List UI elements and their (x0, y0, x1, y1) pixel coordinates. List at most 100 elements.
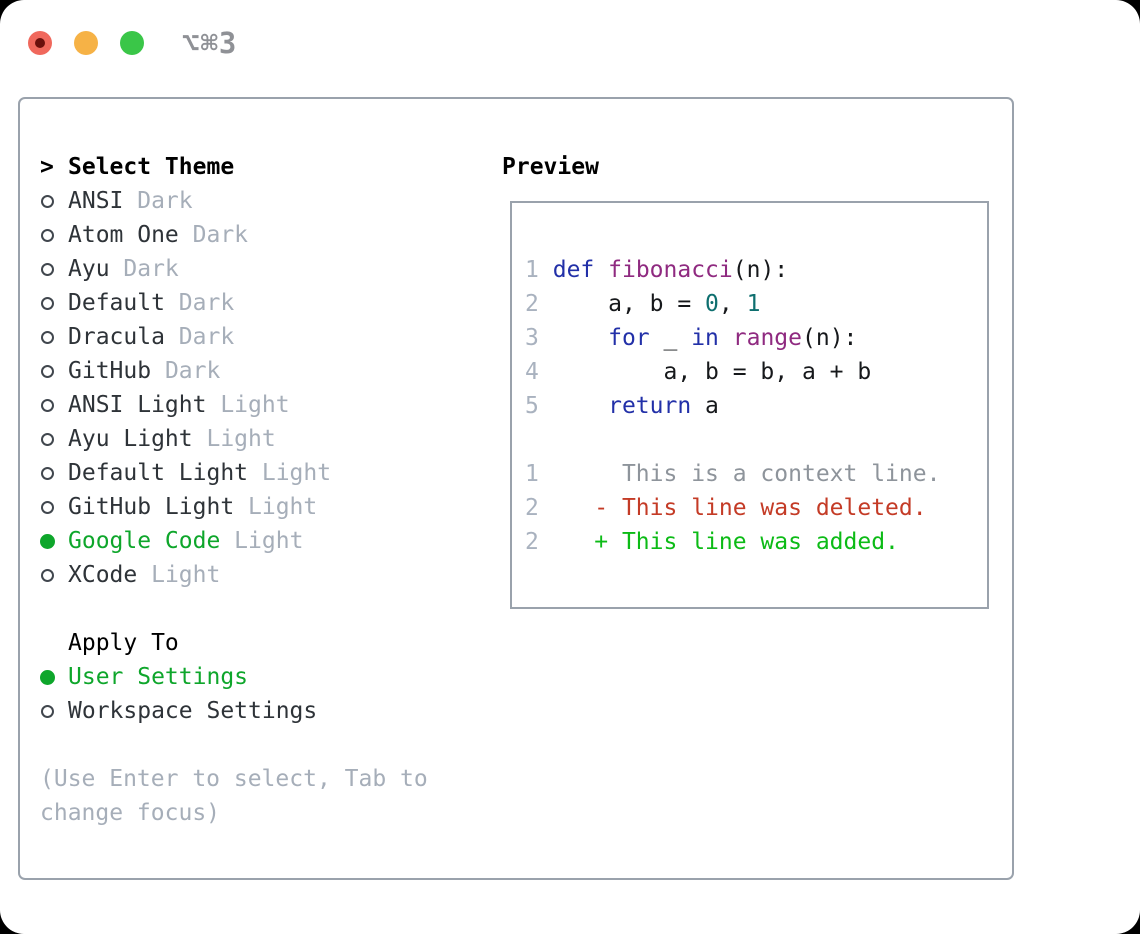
theme-option-label: Ayu (68, 256, 110, 282)
theme-variant-tag: Dark (178, 222, 249, 248)
apply-option[interactable]: Workspace Settings (40, 694, 502, 728)
code-token-pl: (n): (732, 257, 789, 283)
code-token-kw: for (608, 325, 650, 351)
radio-icon[interactable] (41, 364, 54, 378)
radio-selected-icon[interactable] (40, 669, 55, 685)
code-line: 5 return a (525, 389, 987, 423)
theme-option[interactable]: Default Light Light (40, 456, 502, 490)
radio-icon[interactable] (41, 704, 54, 718)
code-token-lit: 1 (746, 291, 761, 317)
theme-option[interactable]: Default Dark (40, 286, 502, 320)
theme-option-label: Google Code (68, 528, 221, 554)
radio-icon[interactable] (41, 262, 54, 276)
theme-option-label: ANSI (68, 188, 124, 214)
radio-icon[interactable] (41, 194, 54, 208)
code-token-pl: (n): (802, 325, 858, 351)
line-number: 3 (525, 325, 539, 351)
apply-to-header: Apply To (40, 626, 502, 660)
code-token-ctx: This is a context line. (552, 461, 941, 487)
theme-variant-tag: Dark (164, 290, 235, 316)
window-title-shortcut: ⌥⌘3 (182, 26, 238, 60)
line-number: 5 (525, 393, 539, 419)
help-text-line-2: change focus) (40, 800, 221, 826)
theme-variant-tag: Dark (109, 256, 179, 282)
theme-option[interactable]: Atom One Dark (40, 218, 502, 252)
code-line: 2 - This line was deleted. (525, 491, 987, 525)
code-token-fn: fibonacci (608, 257, 733, 283)
theme-option-label: Ayu Light (68, 426, 193, 452)
code-token-pl (719, 325, 733, 351)
theme-option[interactable]: GitHub Light Light (40, 490, 502, 524)
theme-option[interactable]: XCode Light (40, 558, 502, 592)
theme-option[interactable]: Dracula Dark (40, 320, 502, 354)
theme-option-label: XCode (68, 562, 138, 588)
radio-icon[interactable] (41, 568, 54, 582)
radio-icon[interactable] (41, 228, 54, 242)
radio-icon[interactable] (41, 500, 54, 514)
code-line: 1 def fibonacci(n): (525, 253, 987, 287)
code-token-kw: return (608, 393, 692, 419)
theme-option-label: Default (68, 290, 165, 316)
spacer-row (40, 728, 502, 762)
apply-option[interactable]: User Settings (40, 660, 502, 694)
line-number: 2 (525, 291, 539, 317)
theme-variant-tag: Light (248, 460, 332, 486)
theme-variant-tag: Light (234, 494, 318, 520)
theme-variant-tag: Dark (151, 358, 221, 384)
code-token-pl (553, 325, 608, 351)
line-number: 4 (525, 359, 539, 385)
theme-option-label: Dracula (68, 324, 165, 350)
theme-variant-tag: Dark (164, 324, 235, 350)
code-line: 2 a, b = 0, 1 (525, 287, 987, 321)
radio-icon[interactable] (41, 432, 54, 446)
titlebar: ⌥⌘3 (28, 26, 237, 60)
code-line: 2 + This line was added. (525, 525, 987, 559)
line-number: 1 (525, 257, 539, 283)
theme-option-label: Default Light (68, 460, 249, 486)
code-token-fn: range (732, 325, 803, 351)
theme-option[interactable]: Ayu Dark (40, 252, 502, 286)
theme-variant-tag: Light (192, 426, 276, 452)
line-number: 1 (525, 461, 539, 487)
code-token-pl: a, b = b, a + b (552, 359, 872, 385)
zoom-button[interactable] (120, 31, 144, 55)
code-token-pl: , (718, 291, 747, 317)
theme-option[interactable]: ANSI Dark (40, 184, 502, 218)
theme-option[interactable]: Ayu Light Light (40, 422, 502, 456)
theme-option-label: GitHub Light (68, 494, 235, 520)
code-token-pl (594, 257, 608, 283)
minimize-button[interactable] (74, 31, 98, 55)
radio-icon[interactable] (41, 398, 54, 412)
apply-to-title: Apply To (68, 630, 179, 656)
spacer-row (40, 592, 502, 626)
code-token-pl: a (691, 393, 719, 419)
close-button[interactable] (28, 31, 52, 55)
theme-option-label: ANSI Light (68, 392, 207, 418)
radio-icon[interactable] (41, 330, 54, 344)
theme-variant-tag: Dark (123, 188, 193, 214)
code-token-pl: _ (649, 325, 692, 351)
code-line (525, 423, 987, 457)
theme-variant-tag: Light (220, 528, 304, 554)
code-token-kw: in (691, 325, 719, 351)
radio-selected-icon[interactable] (40, 533, 55, 549)
code-token-kw: def (552, 257, 595, 283)
code-token-pl (553, 393, 608, 419)
theme-option[interactable]: GitHub Dark (40, 354, 502, 388)
theme-option[interactable]: Google Code Light (40, 524, 502, 558)
preview-title: Preview (502, 154, 599, 180)
cursor-chevron-icon: > (40, 154, 54, 180)
theme-option[interactable]: ANSI Light Light (40, 388, 502, 422)
code-token-lit: 0 (705, 291, 719, 317)
code-line: 3 for _ in range(n): (525, 321, 987, 355)
radio-icon[interactable] (41, 466, 54, 480)
radio-icon[interactable] (41, 296, 54, 310)
preview-column: Preview 1 def fibonacci(n):2 a, b = 0, 1… (502, 150, 1012, 878)
theme-option-label: Atom One (68, 222, 179, 248)
code-token-pl: a, b = (552, 291, 706, 317)
